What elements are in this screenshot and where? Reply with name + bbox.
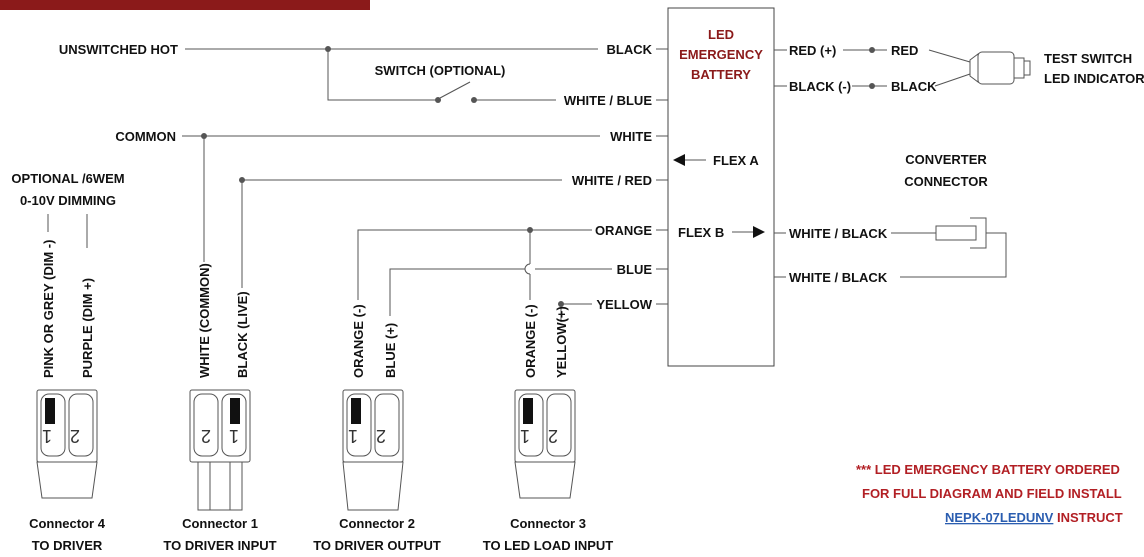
svg-text:2: 2 [376, 426, 386, 446]
connector-3-target: TO LED LOAD INPUT [483, 538, 614, 553]
connector-4-icon: 1 2 [36, 389, 98, 499]
pin-label-c3-2: YELLOW(+) [554, 306, 569, 378]
test-switch-led-icon [969, 51, 1031, 85]
svg-text:1: 1 [348, 426, 358, 446]
note-line3-text: INSTRUCT [1057, 510, 1123, 525]
connector-3-icon: 1 2 [514, 389, 576, 499]
connector-2-target: TO DRIVER OUTPUT [313, 538, 441, 553]
wire-white-black-2-label: WHITE / BLACK [789, 270, 888, 285]
orange-wire [357, 229, 592, 300]
wire-red-plus-label: RED (+) [789, 43, 836, 58]
svg-text:2: 2 [548, 426, 558, 446]
switch-optional-label: SWITCH (OPTIONAL) [375, 63, 506, 78]
optional-dimming-line1: OPTIONAL /6WEM [11, 171, 124, 186]
note-line2: FOR FULL DIAGRAM AND FIELD INSTALL [862, 486, 1122, 501]
test-switch-label-line2: LED INDICATOR [1044, 71, 1144, 86]
pin-label-c1-1: WHITE (COMMON) [197, 263, 212, 378]
wire-white-black-1-label: WHITE / BLACK [789, 226, 888, 241]
pin-label-c4-1: PINK OR GREY (DIM -) [41, 240, 56, 378]
connector-4-name: Connector 4 [29, 516, 106, 531]
switch-contact-icon [435, 97, 441, 103]
flex-a-label: FLEX A [713, 153, 759, 168]
test-switch-label-line1: TEST SWITCH [1044, 51, 1132, 66]
connector-3-name: Connector 3 [510, 516, 586, 531]
pin-label-c2-2: BLUE (+) [383, 323, 398, 378]
unswitched-hot-label: UNSWITCHED HOT [59, 42, 178, 57]
wire-white-label: WHITE [610, 129, 652, 144]
connector-2-icon: 1 2 [342, 389, 404, 511]
wire-white-red-label: WHITE / RED [572, 173, 652, 188]
svg-text:1: 1 [520, 426, 530, 446]
switch-feed-wire [327, 49, 438, 101]
battery-box [667, 7, 775, 367]
optional-dimming-line2: 0-10V DIMMING [20, 193, 116, 208]
note-line3: NEPK-07LEDUNV INSTRUCT [945, 510, 1123, 525]
switch-lever-icon [439, 81, 471, 99]
blue-wire [389, 268, 525, 316]
battery-title-line2: EMERGENCY [679, 47, 763, 62]
pin-label-c2-1: ORANGE (-) [351, 304, 366, 378]
flex-b-arrow-icon [732, 226, 765, 238]
pin-label-c3-1: ORANGE (-) [523, 304, 538, 378]
battery-title-line3: BATTERY [691, 67, 751, 82]
note-line1: *** LED EMERGENCY BATTERY ORDERED [856, 462, 1120, 477]
wire-red-label: RED [891, 43, 918, 58]
connector-1-name: Connector 1 [182, 516, 258, 531]
converter-label-line1: CONVERTER [905, 152, 987, 167]
header-accent-bar [0, 0, 370, 10]
flex-a-arrow-icon [673, 154, 706, 166]
wire-white-blue-label: WHITE / BLUE [564, 93, 652, 108]
wire-black-label-right: BLACK [891, 79, 937, 94]
pin-label-c4-2: PURPLE (DIM +) [80, 278, 95, 378]
svg-text:1: 1 [42, 426, 52, 446]
svg-text:1: 1 [229, 426, 239, 446]
svg-text:2: 2 [201, 426, 211, 446]
wire-orange-label: ORANGE [595, 223, 652, 238]
nepk-link[interactable]: NEPK-07LEDUNV [945, 510, 1054, 525]
wire-black-minus-label: BLACK (-) [789, 79, 851, 94]
connector-4-target: TO DRIVER [32, 538, 103, 553]
wire-blue-label: BLUE [617, 262, 653, 277]
common-label: COMMON [115, 129, 176, 144]
connector-2-name: Connector 2 [339, 516, 415, 531]
wire-black-label: BLACK [607, 42, 653, 57]
connector-1-target: TO DRIVER INPUT [163, 538, 276, 553]
connector-1-icon: 2 1 [189, 389, 251, 511]
converter-label-line2: CONNECTOR [904, 174, 988, 189]
wire-yellow-label: YELLOW [596, 297, 652, 312]
flex-b-label: FLEX B [678, 225, 724, 240]
svg-text:2: 2 [70, 426, 80, 446]
converter-connector-icon [935, 217, 987, 249]
battery-title-line1: LED [708, 27, 734, 42]
pin-label-c1-2: BLACK (LIVE) [235, 291, 250, 378]
